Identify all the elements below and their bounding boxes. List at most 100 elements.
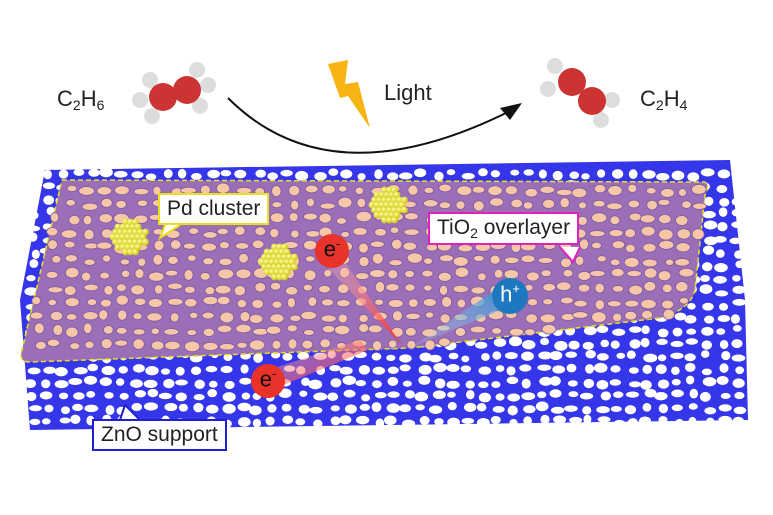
zno-pore <box>702 210 716 219</box>
tio2-pore <box>336 299 351 308</box>
tio2-pore <box>269 227 280 239</box>
zno-pore <box>684 315 697 324</box>
tio2-pore <box>103 284 114 296</box>
zno-pore <box>719 363 729 373</box>
zno-pore <box>613 419 626 428</box>
zno-pore <box>145 173 157 181</box>
tio2-pore <box>369 269 386 278</box>
tio2-pore <box>130 284 145 296</box>
zno-pore <box>281 403 292 412</box>
zno-pore <box>29 259 39 268</box>
zno-pore <box>99 167 113 178</box>
pd-atom <box>401 206 408 214</box>
zno-pore <box>732 274 741 282</box>
zno-pore <box>374 169 383 180</box>
tio2-pore <box>219 241 230 250</box>
tio2-pore <box>269 313 285 324</box>
zno-pore <box>522 340 536 350</box>
tio2-pore <box>574 255 585 266</box>
zno-pore <box>685 375 695 385</box>
zno-pore <box>265 416 275 426</box>
zno-pore <box>68 378 83 386</box>
zno-pore <box>731 169 745 179</box>
zno-pore <box>175 392 187 402</box>
tio2-pore <box>65 326 79 338</box>
tio2-pore <box>290 229 300 239</box>
tio2-pore <box>202 327 215 337</box>
zno-pore <box>717 314 731 323</box>
tio2-pore <box>320 314 337 323</box>
zno-pore <box>432 390 446 400</box>
tio2-pore <box>234 242 250 250</box>
zno-pore <box>447 417 460 428</box>
zno-pore <box>523 416 532 426</box>
tio2-pore <box>471 185 486 194</box>
zno-pore <box>177 168 187 179</box>
zno-pore <box>313 419 323 428</box>
zno-pore <box>671 404 683 412</box>
zno-pore <box>28 232 38 242</box>
zno-pore <box>597 169 606 178</box>
tio2-pore <box>493 268 504 279</box>
zno-pore <box>713 275 727 284</box>
zno-pore <box>41 379 51 389</box>
tio2-pore <box>657 270 672 282</box>
zno-pore <box>507 393 521 402</box>
zno-label-pointer <box>119 403 141 421</box>
zno-pore <box>191 172 202 180</box>
zno-pore <box>731 339 743 349</box>
zno-pore <box>118 366 128 374</box>
tio2-pore <box>64 254 78 263</box>
tio2-pore <box>678 267 695 278</box>
zno-pore <box>119 392 129 400</box>
zno-pore <box>492 351 502 360</box>
tio2-pore <box>69 342 81 350</box>
zno-pore <box>361 394 371 402</box>
zno-pore <box>446 364 460 372</box>
zno-pore <box>582 406 592 415</box>
zno-pore <box>419 416 430 425</box>
tio2-pore <box>337 313 348 324</box>
zno-pore <box>719 339 729 350</box>
tio2-pore <box>52 324 64 336</box>
zno-pore <box>613 391 624 399</box>
zno-pore <box>612 169 624 179</box>
zno-pore <box>658 416 668 424</box>
tio2-pore <box>307 296 318 307</box>
tio2-pore <box>236 341 248 349</box>
tio2-label-pointer <box>559 246 581 264</box>
zno-pore <box>552 170 563 181</box>
electron-1 <box>315 234 349 268</box>
zno-pore <box>299 390 308 397</box>
pd-atom <box>373 211 381 219</box>
zno-pore <box>329 364 341 372</box>
tio2-pore <box>609 215 621 226</box>
zno-pore <box>481 352 490 361</box>
tio2-pore <box>63 240 76 249</box>
tio2-pore <box>624 299 640 308</box>
tio2-pore <box>520 254 536 264</box>
tio2-pore <box>677 188 687 197</box>
zno-pore <box>537 391 547 399</box>
zno-pore <box>713 236 727 243</box>
zno-pore <box>732 285 746 294</box>
tio2-pore <box>469 325 487 334</box>
zno-pore <box>190 366 202 375</box>
zno-pore <box>549 389 562 398</box>
tio2-pore <box>301 339 314 350</box>
tio2-pore <box>254 282 267 293</box>
zno-pore <box>610 340 620 349</box>
tio2-overlayer-label: TiO2 overlayer <box>428 212 580 245</box>
hole-trail <box>410 290 505 348</box>
zno-pore <box>145 366 159 376</box>
tio2-pore <box>64 297 80 308</box>
tio2-pore <box>527 298 539 307</box>
tio2-pore <box>661 283 673 294</box>
zno-pore <box>220 365 233 374</box>
tio2-pore <box>612 312 623 323</box>
zno-pore <box>131 171 144 179</box>
tio2-pore <box>100 197 113 208</box>
zno-pore <box>702 245 715 255</box>
zno-pore <box>567 380 578 387</box>
zno-pore <box>387 366 399 374</box>
